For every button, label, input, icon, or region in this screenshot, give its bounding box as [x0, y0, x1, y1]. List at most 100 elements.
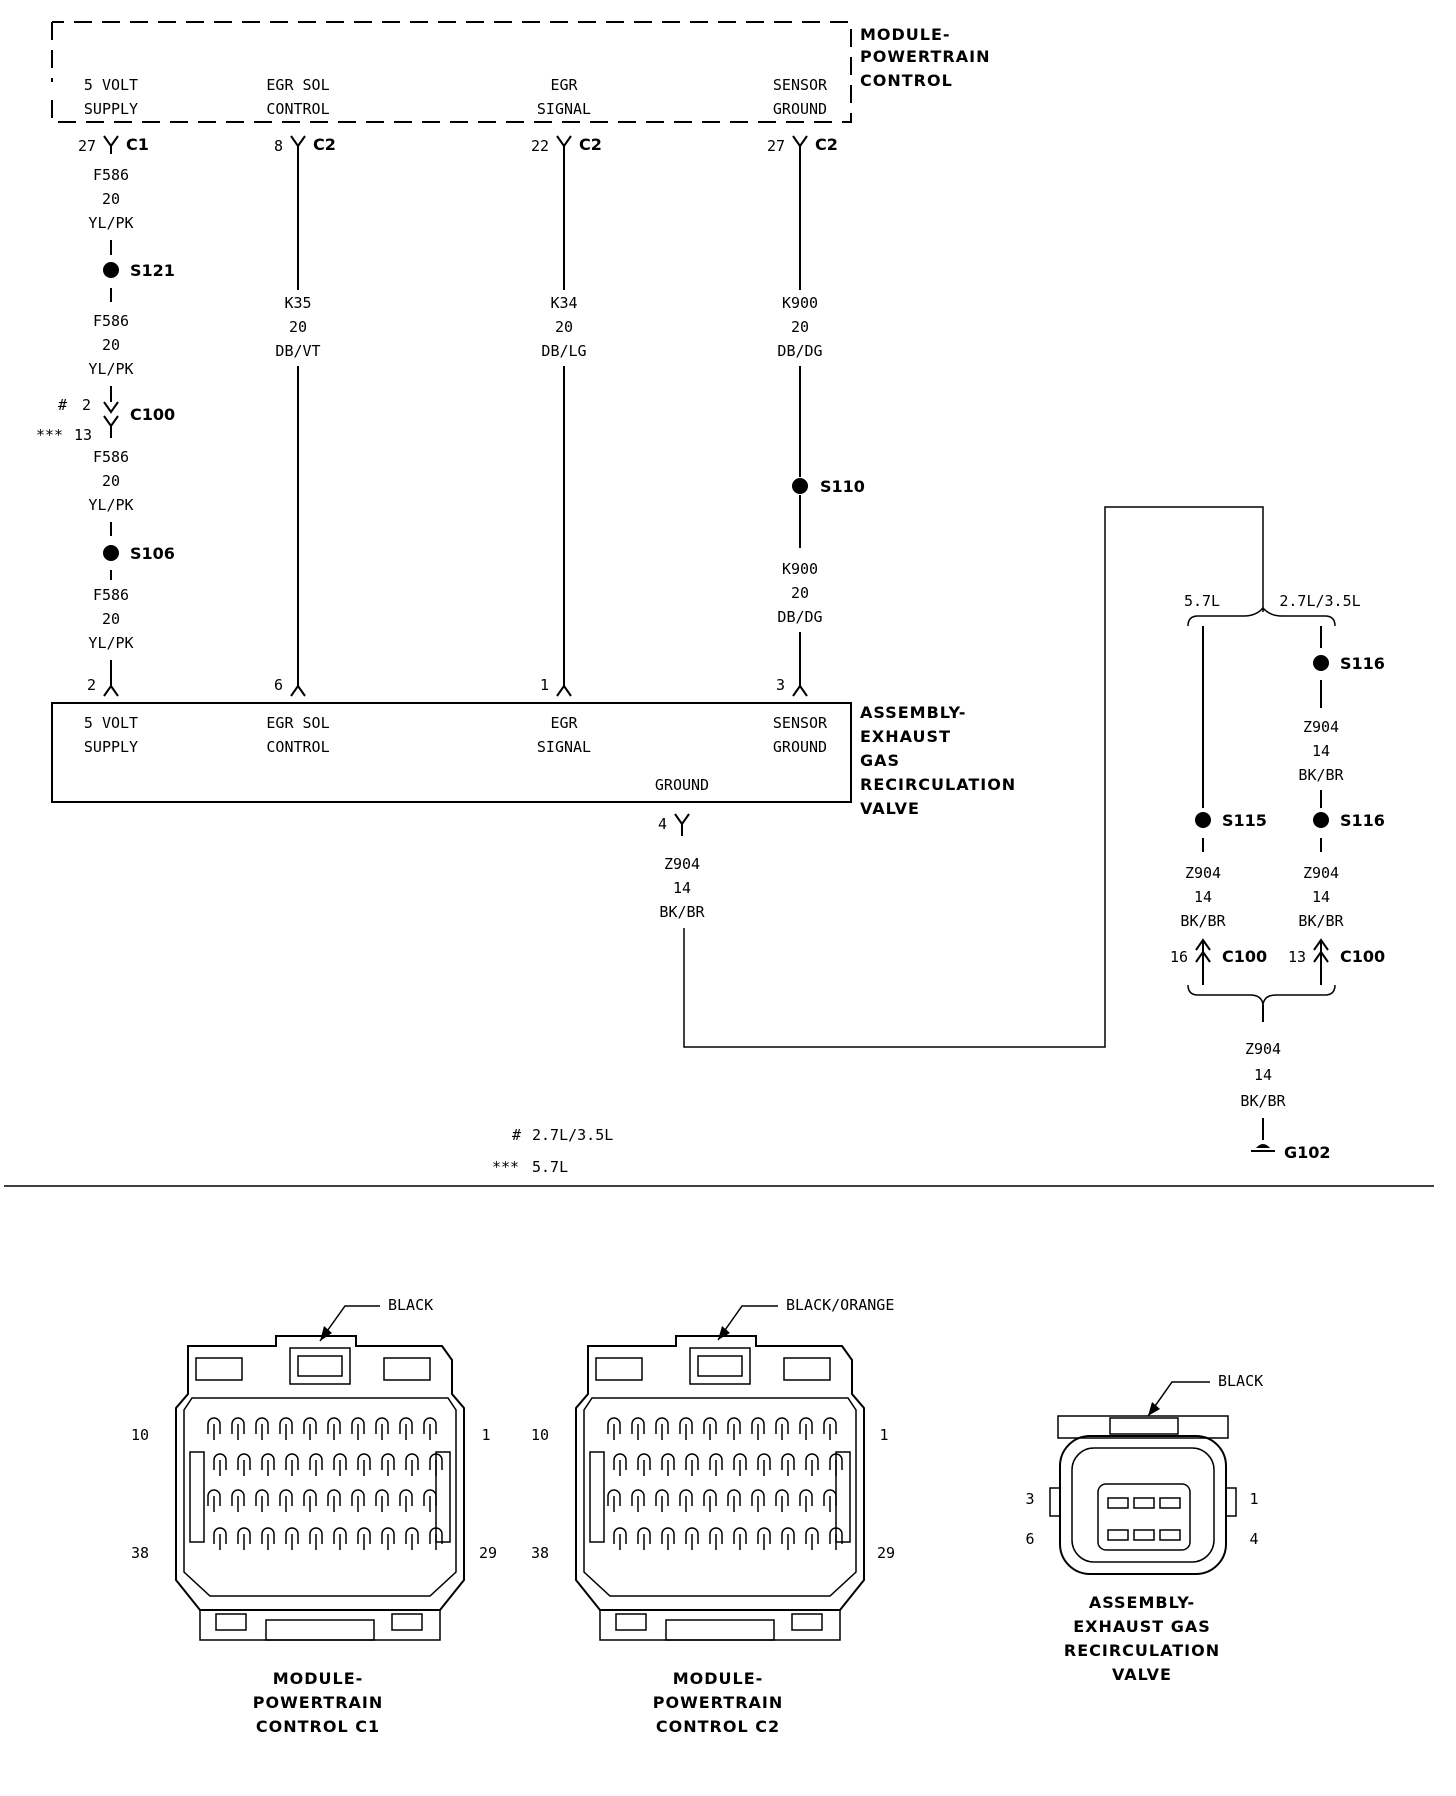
terminal-cavity [261, 1527, 275, 1550]
terminal-cavity [255, 1489, 269, 1512]
wire-label: DB/DG [777, 342, 822, 360]
terminal-cavity [309, 1527, 323, 1550]
conn-c2-title: POWERTRAIN [653, 1693, 783, 1712]
conn-egr-pin-label: 6 [1025, 1530, 1034, 1548]
terminal-cavity [357, 1527, 371, 1550]
egr-pin: 3 [776, 676, 785, 694]
terminal-cavity [285, 1527, 299, 1550]
conn-c2-title: MODULE- [673, 1669, 764, 1688]
wire-label: Z904 [1303, 718, 1339, 736]
terminal-cavity [733, 1527, 747, 1550]
terminal-cavity [213, 1527, 227, 1550]
splice-s116: S116 [1340, 811, 1385, 830]
egr-title-3: GAS [860, 751, 900, 770]
terminal-cavity [637, 1453, 651, 1476]
pcm-module: MODULE- POWERTRAIN CONTROL 5 VOLT SUPPLY… [51, 21, 989, 123]
terminal-cavity [607, 1489, 621, 1512]
wire-label: 14 [1254, 1066, 1272, 1084]
egr-pin: 6 [274, 676, 283, 694]
legend-mark-1: # [512, 1126, 521, 1144]
terminal-cavity [381, 1527, 395, 1550]
connector-view-c2: BLACK/ORANGE 10 38 1 29 MODULE- POWERTRA… [531, 1296, 895, 1736]
wire-label: Z904 [664, 855, 700, 873]
egr-pin-label: GROUND [773, 738, 827, 756]
wire-f586: F586 20 YL/PK S121 F586 20 YL/PK C100 # … [36, 166, 175, 686]
cavity-3-pin: 22 [531, 137, 549, 155]
wire-label: F586 [93, 166, 129, 184]
terminal-cavity [661, 1453, 675, 1476]
terminal-cavity [733, 1453, 747, 1476]
egr-pin-cavities: 2 6 1 3 [87, 676, 808, 697]
terminal-cavity [309, 1453, 323, 1476]
terminal-cavity [703, 1417, 717, 1440]
pcm-pin4-label: SENSOR [773, 76, 828, 94]
pcm-title-3: CONTROL [860, 71, 953, 90]
option-5-7l: 5.7L [1184, 592, 1220, 610]
legend-mark-2: *** [492, 1158, 519, 1176]
terminal-cavity [405, 1453, 419, 1476]
terminal-cavity [805, 1527, 819, 1550]
wire-label: YL/PK [88, 634, 133, 652]
wire-k35: K35 20 DB/VT [275, 154, 321, 686]
cavity-1-conn: C1 [126, 135, 149, 154]
pcm-pin4-label2: GROUND [773, 100, 827, 118]
terminal-cavity [303, 1489, 317, 1512]
terminal-cavity [805, 1453, 819, 1476]
wire-label: DB/LG [541, 342, 586, 360]
terminal-cavity [685, 1453, 699, 1476]
terminal-cavity [351, 1489, 365, 1512]
wire-label: BK/BR [1180, 912, 1226, 930]
c100-pin-right: 13 [1288, 948, 1306, 966]
wire-label: 20 [102, 336, 120, 354]
legend-text-2: 5.7L [532, 1158, 568, 1176]
c100-mark-b: *** [36, 426, 63, 444]
cavity-2-conn: C2 [313, 135, 336, 154]
terminal-cavity [727, 1417, 741, 1440]
terminal-cavity [237, 1453, 251, 1476]
terminal-cavity [207, 1417, 221, 1440]
c100-label: C100 [130, 405, 175, 424]
terminal-cavity [327, 1489, 341, 1512]
splice-dot [1313, 655, 1329, 671]
conn-c1-title: CONTROL C1 [256, 1717, 380, 1736]
terminal-cavity [333, 1527, 347, 1550]
ground-circuit: 5.7L 2.7L/3.5L S116 Z904 14 BK/BR S115 S… [1170, 592, 1385, 1162]
terminal-cavity [685, 1527, 699, 1550]
conn-egr-color: BLACK [1218, 1372, 1263, 1390]
pcm-pin1-label2: SUPPLY [84, 100, 138, 118]
wire-label: BK/BR [1298, 912, 1344, 930]
egr-pin-label: EGR SOL [266, 714, 329, 732]
wire-label: K900 [782, 294, 818, 312]
wire-label: DB/DG [777, 608, 822, 626]
terminal-cavity [405, 1527, 419, 1550]
terminal-cavity [637, 1527, 651, 1550]
egr-pin-label: EGR [550, 714, 578, 732]
terminal-cavity [333, 1453, 347, 1476]
egr-pin-label: SIGNAL [537, 738, 591, 756]
arrow-icon [718, 1326, 730, 1340]
wire-label: 20 [791, 318, 809, 336]
splice-s116-top: S116 [1340, 654, 1385, 673]
conn-c2-pin-label: 10 [531, 1426, 549, 1444]
terminal-cavity [781, 1453, 795, 1476]
wire-label: 20 [102, 472, 120, 490]
pcm-pin2-label2: CONTROL [266, 100, 329, 118]
pcm-title-1: MODULE- [860, 25, 951, 44]
wire-label: 14 [1194, 888, 1212, 906]
splice-s115: S115 [1222, 811, 1267, 830]
terminal-cavity [351, 1417, 365, 1440]
terminal-cavity [631, 1417, 645, 1440]
ground-icon [1256, 1144, 1270, 1148]
conn-c2-pin-label: 38 [531, 1544, 549, 1562]
terminal-cavity [679, 1417, 693, 1440]
wire-label: 20 [102, 610, 120, 628]
terminal-cavity [799, 1489, 813, 1512]
splice-dot [1195, 812, 1211, 828]
conn-c1-title: POWERTRAIN [253, 1693, 383, 1712]
arrow-icon [1148, 1402, 1160, 1416]
terminal-cavity [381, 1453, 395, 1476]
splice-s110: S110 [820, 477, 865, 496]
wire-label: DB/VT [275, 342, 320, 360]
wire-label: 20 [555, 318, 573, 336]
